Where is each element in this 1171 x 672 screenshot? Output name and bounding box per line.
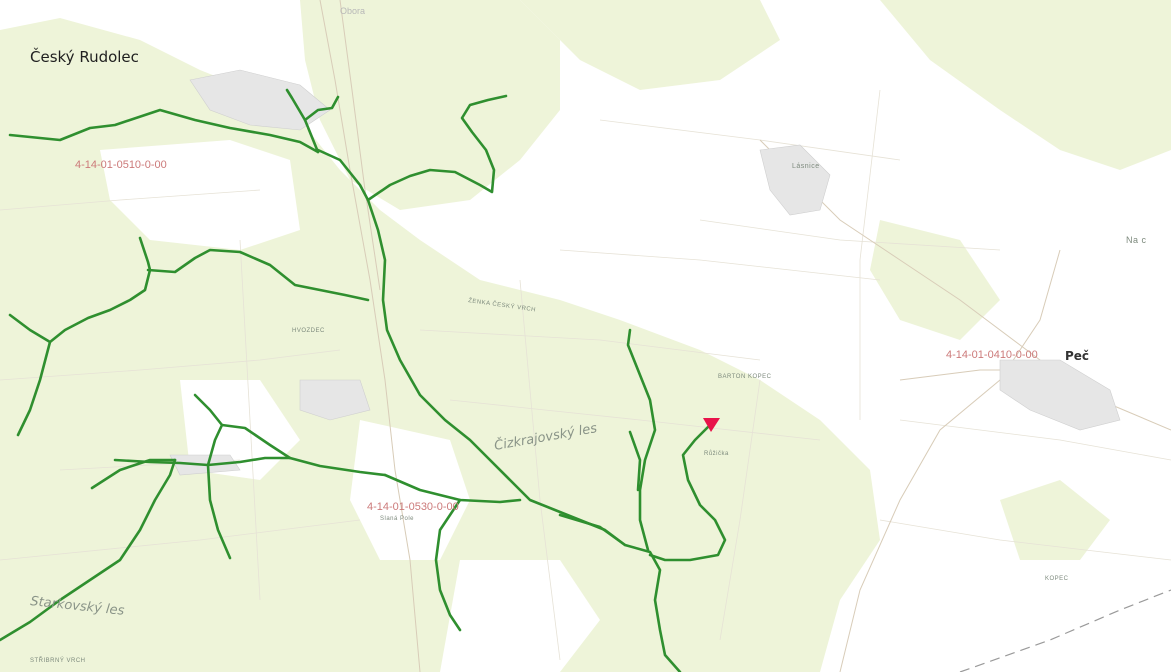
label-hvozdec: HVOZDEC: [292, 328, 325, 334]
town-label-pec: Peč: [1065, 349, 1089, 363]
villages: [169, 69, 1121, 476]
label-barton-kopec: BARTON KOPEC: [718, 374, 772, 380]
basin-code-0410: 4-14-01-0410-0-00: [946, 349, 1038, 361]
label-slava-pole: Slaná Pole: [380, 516, 414, 522]
basin-code-0530: 4-14-01-0530-0-00: [367, 501, 459, 513]
town-label-cesky-rudolec: Český Rudolec: [30, 47, 139, 66]
streams: [0, 88, 727, 672]
town-label-lasnice: Lásnice: [792, 163, 820, 170]
basin-code-0510: 4-14-01-0510-0-00: [75, 159, 167, 171]
top-label-obora: Obora: [340, 6, 365, 16]
railway: [959, 589, 1171, 672]
town-label-na-c: Na c: [1126, 235, 1147, 245]
label-kopec: KOPEC: [1045, 576, 1069, 582]
clearings: [100, 140, 600, 672]
label-stribrny-vrch: STŘIBRNÝ VRCH: [30, 656, 86, 664]
label-ruzicka: Růžička: [704, 450, 729, 457]
red-triangle-marker-icon[interactable]: [703, 418, 720, 432]
